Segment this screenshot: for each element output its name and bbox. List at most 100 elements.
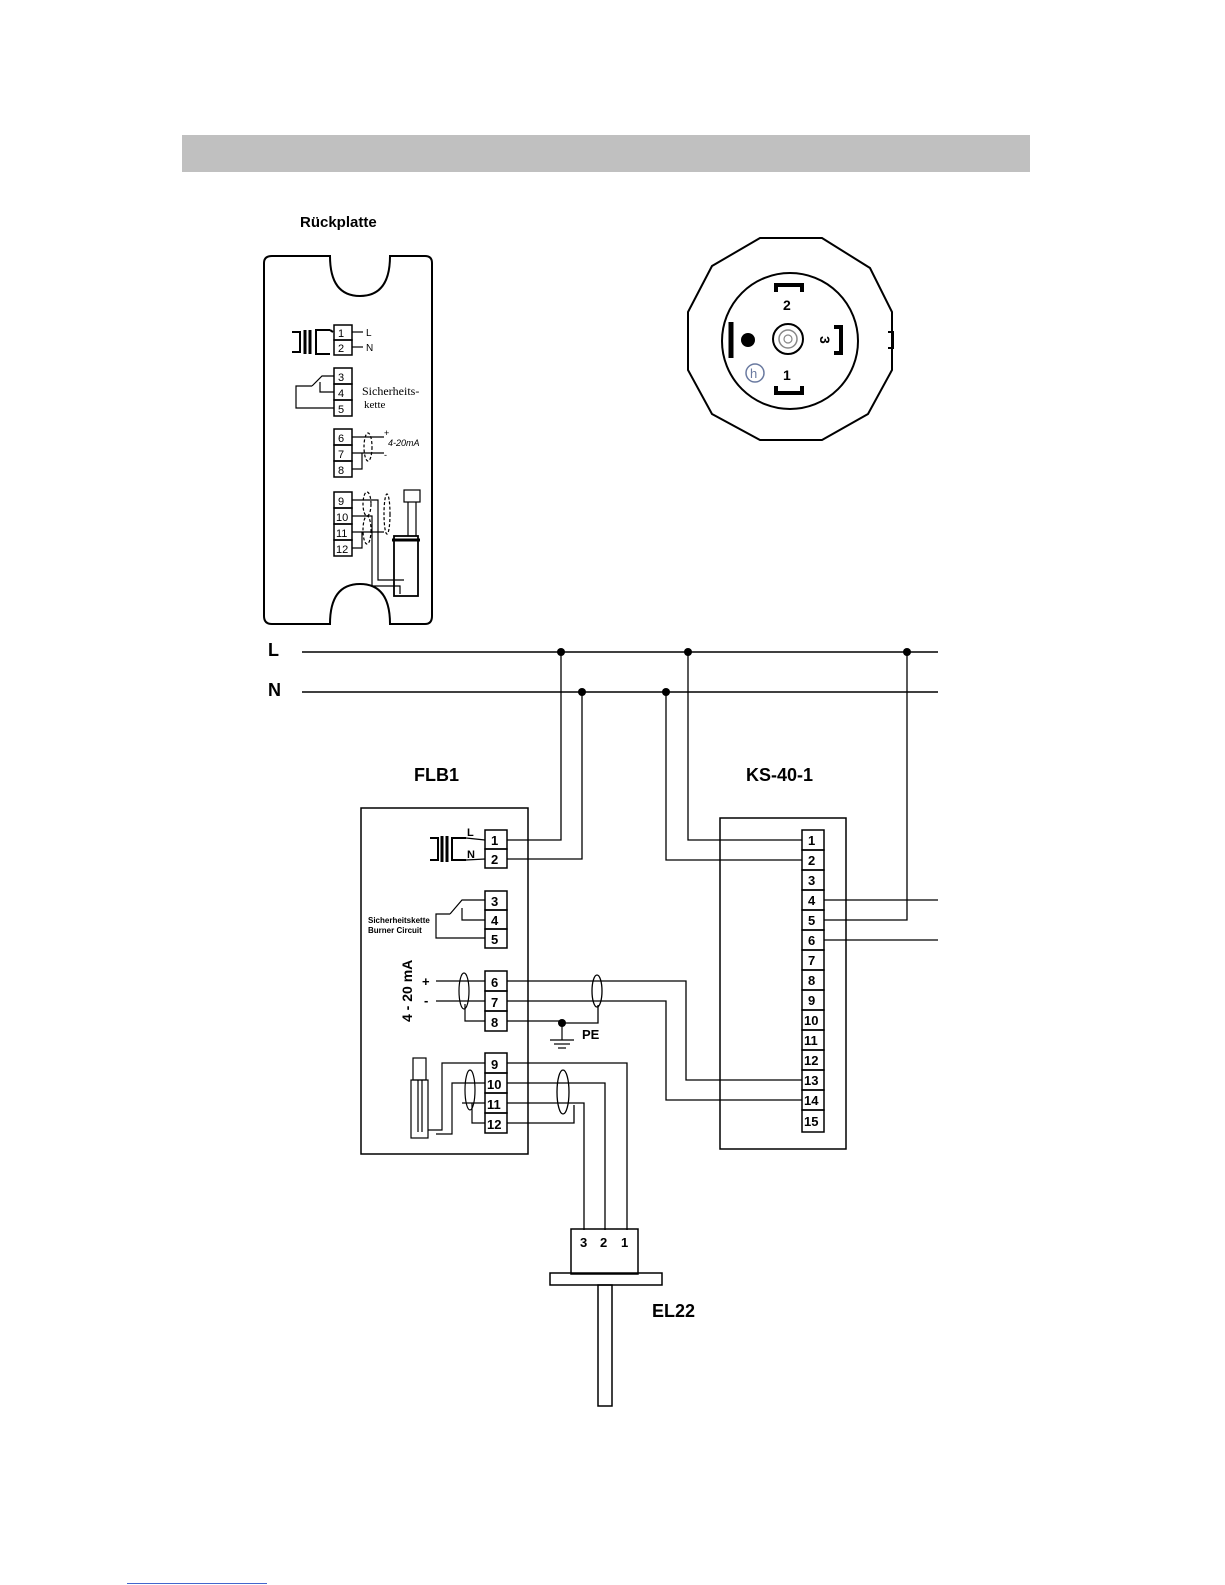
- backplate-safety-switch: [296, 376, 334, 408]
- el22-pin-label: 1: [621, 1235, 628, 1250]
- flb1-terminal-number: 6: [491, 975, 498, 990]
- backplate-transformer-icon: [292, 330, 333, 354]
- backplate-signal-label: 4-20mA: [388, 438, 420, 448]
- flb1-title: FLB1: [414, 765, 459, 785]
- flb1-mini-n: N: [467, 849, 475, 861]
- connector-dot-icon: [741, 333, 755, 347]
- connector-pin-label: 3: [817, 336, 833, 344]
- bus-label-n: N: [268, 680, 281, 700]
- flb1-signal-label: 4 - 20 mA: [399, 960, 415, 1022]
- footer-rule: [127, 1583, 267, 1584]
- el22-pin-label: 2: [600, 1235, 607, 1250]
- backplate-safety-label-2: kette: [364, 399, 385, 411]
- el22-title: EL22: [652, 1301, 695, 1321]
- flb1-terminal-number: 9: [491, 1057, 498, 1072]
- backplate-terminal-number: 6: [338, 433, 344, 445]
- backplate-terminal-number: 5: [338, 404, 344, 416]
- connector-plug: 2 1 3 h: [688, 238, 893, 440]
- wire-el-3: [507, 1103, 584, 1230]
- flb1-terminal-number: 8: [491, 1015, 498, 1030]
- backplate-plus: +: [384, 428, 389, 438]
- wiring: [507, 652, 938, 1230]
- backplate-terminal-number: 3: [338, 372, 344, 384]
- ks40-terminal-number: 15: [804, 1114, 818, 1129]
- backplate-terminal-number: 8: [338, 465, 344, 477]
- flb1-terminal-number: 12: [487, 1117, 501, 1132]
- backplate-terminal-number: 1: [338, 328, 344, 340]
- flb1-mini-l: L: [467, 827, 474, 839]
- backplate-safety-label-1: Sicherheits-: [362, 384, 419, 398]
- wire-ks-l: [688, 652, 802, 840]
- connector-pin-3-icon: [834, 327, 841, 353]
- ks40-terminal-number: 5: [808, 913, 815, 928]
- flb1-transformer-icon: [430, 836, 466, 862]
- backplate-panel: Rückplatte 1 2 L N 3 4 5 Sicherheits- ke…: [264, 214, 432, 624]
- backplate-label-l: L: [366, 328, 372, 339]
- wire-flb1-n: [507, 692, 582, 859]
- backplate-terminal-number: 12: [336, 544, 348, 556]
- cable-shield-signal: [592, 975, 602, 1007]
- connector-pin-label: 1: [783, 367, 791, 383]
- wire-shield-pe: [507, 1021, 562, 1023]
- backplate-terminal-number: 4: [338, 388, 344, 400]
- connector-logo-text: h: [750, 366, 757, 381]
- el22-electrode: 3 2 1 EL22: [550, 1229, 695, 1406]
- backplate-minus: -: [384, 450, 387, 460]
- flb1-terminal-number: 11: [487, 1097, 501, 1112]
- backplate-terminal-number: 2: [338, 343, 344, 355]
- ks40-terminal-number: 7: [808, 953, 815, 968]
- backplate-terminal-number: 9: [338, 496, 344, 508]
- ks40-terminal-number: 14: [804, 1093, 819, 1108]
- supply-bus: L N: [268, 640, 938, 700]
- cable-shield-electrode: [557, 1070, 569, 1114]
- ks40-terminal-number: 4: [808, 893, 816, 908]
- flb1-minus: -: [424, 993, 428, 1008]
- ks40-terminal-number: 6: [808, 933, 815, 948]
- wire-el-2: [507, 1083, 605, 1230]
- el22-pin-label: 3: [580, 1235, 587, 1250]
- flb1-unit: FLB1 1 2 3 4 5 6 7 8 9 10 11 12 L N: [361, 765, 600, 1154]
- backplate-electrode-wiring: [352, 490, 420, 596]
- connector-pin-label: 2: [783, 297, 791, 313]
- flb1-safety-switch: [436, 900, 485, 938]
- flb1-terminal-number: 1: [491, 833, 498, 848]
- wire-el-1: [507, 1063, 627, 1230]
- bus-label-l: L: [268, 640, 279, 660]
- ks40-terminal-number: 12: [804, 1053, 818, 1068]
- wire-flb1-l: [507, 652, 561, 840]
- wire-shield-ks: [562, 1005, 598, 1023]
- backplate-terminal-number: 7: [338, 449, 344, 461]
- ks40-terminal-number: 3: [808, 873, 815, 888]
- backplate-terminal-number: 10: [336, 512, 348, 524]
- flb1-electrode-icon: [411, 1058, 485, 1138]
- ks40-terminal-number: 2: [808, 853, 815, 868]
- flb1-terminal-number: 2: [491, 852, 498, 867]
- ks40-terminal-number: 8: [808, 973, 815, 988]
- ks40-title: KS-40-1: [746, 765, 813, 785]
- flb1-terminal-number: 7: [491, 995, 498, 1010]
- el22-flange: [550, 1273, 662, 1285]
- backplate-label-n: N: [366, 343, 373, 354]
- ks40-unit: KS-40-1 1 2 3 4 5 6 7 8 9 10 11 12 13 14…: [720, 765, 846, 1149]
- flb1-pe-label: PE: [582, 1027, 600, 1042]
- flb1-safety-de: Sicherheitskette: [368, 916, 430, 925]
- flb1-terminal-number: 5: [491, 932, 498, 947]
- ks40-terminal-number: 10: [804, 1013, 818, 1028]
- connector-pin-2-icon: [776, 285, 802, 292]
- backplate-title: Rückplatte: [300, 214, 377, 231]
- wire-signal-minus: [507, 1001, 802, 1100]
- flb1-terminal-number: 4: [491, 913, 499, 928]
- ks40-terminal-number: 11: [804, 1033, 818, 1048]
- flb1-plus: +: [422, 974, 430, 989]
- connector-pin-1-icon: [776, 386, 802, 393]
- ks40-terminal-number: 9: [808, 993, 815, 1008]
- backplate-terminal-number: 11: [336, 528, 347, 540]
- ks40-terminal-number: 13: [804, 1073, 818, 1088]
- flb1-terminal-number: 10: [487, 1077, 501, 1092]
- el22-rod: [598, 1285, 612, 1406]
- wire-signal-plus: [507, 981, 802, 1080]
- flb1-safety-en: Burner Circuit: [368, 926, 422, 935]
- ks40-terminal-number: 1: [808, 833, 815, 848]
- flb1-terminal-number: 3: [491, 894, 498, 909]
